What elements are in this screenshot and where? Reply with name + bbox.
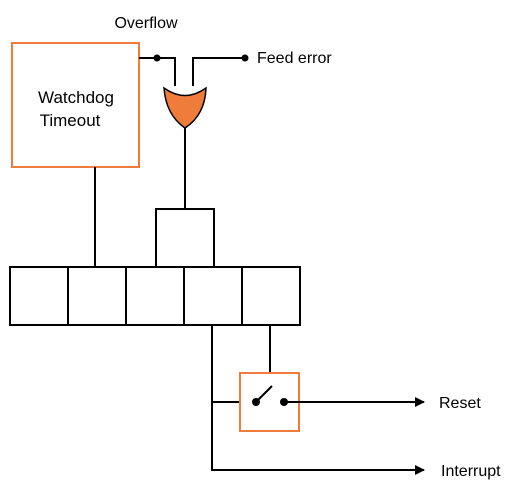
interrupt-wire	[211, 325, 425, 475]
overflow-label: Overflow	[114, 15, 178, 32]
overflow-wire	[139, 57, 176, 86]
feed-error-dot	[241, 54, 249, 62]
watchdog-label-line2: Timeout	[40, 111, 101, 130]
reset-label: Reset	[439, 395, 481, 412]
feed-sequence-box	[155, 208, 215, 268]
feed-error-label: Feed error	[257, 50, 332, 67]
register-cell	[241, 266, 301, 326]
watchdog-label-line1: Watchdog	[38, 88, 114, 107]
watchdog-timeout-block	[11, 42, 140, 168]
feed-error-wire	[192, 57, 245, 86]
register-cell	[183, 266, 243, 326]
interrupt-label: Interrupt	[441, 463, 501, 480]
register-cell	[67, 266, 127, 326]
overflow-junction-dot	[153, 54, 161, 62]
register-cell	[9, 266, 69, 326]
or-gate-icon	[163, 86, 207, 129]
control-register	[9, 266, 301, 326]
switch-contact-left	[252, 398, 260, 406]
register-cell	[125, 266, 185, 326]
